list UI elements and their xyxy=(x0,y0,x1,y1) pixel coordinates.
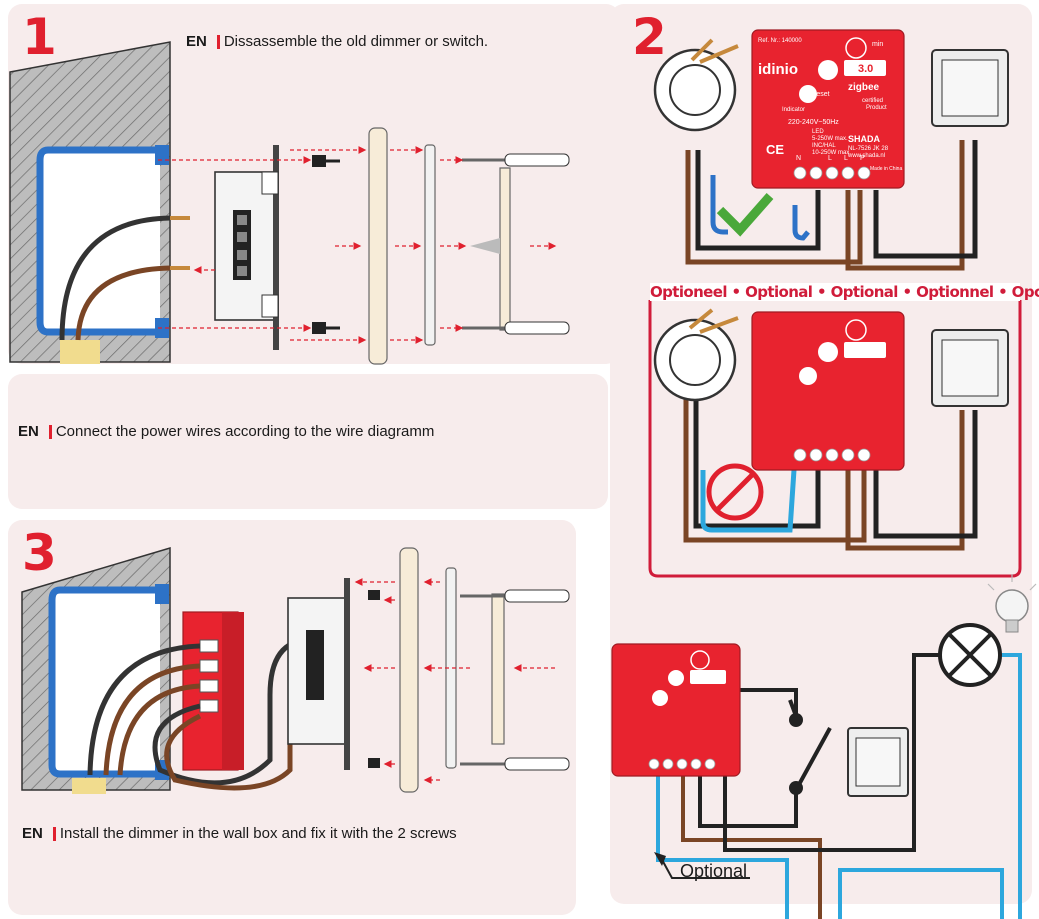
prohibited-icon xyxy=(706,463,764,521)
switch-contact xyxy=(794,727,832,791)
optional-label: Optional xyxy=(680,861,748,881)
optional-banner: Optioneel • Optional • Optional • Option… xyxy=(650,283,1039,301)
svg-text:L: L xyxy=(844,155,848,162)
svg-text:min: min xyxy=(872,41,883,48)
step-number-2: 2 xyxy=(632,8,667,66)
caption-lang: EN xyxy=(22,825,43,842)
caption-step-3: EN Install the dimmer in the wall box an… xyxy=(22,825,457,842)
svg-text:CE: CE xyxy=(766,142,784,157)
dimmer-module-top: Ref. Nr.: 140000 min idinio 3.0 zigbee c… xyxy=(751,29,905,189)
svg-text:idinio: idinio xyxy=(758,61,798,78)
checkmark-icon xyxy=(716,193,774,237)
step-number-1: 1 xyxy=(22,8,57,66)
screwdriver xyxy=(462,153,570,167)
box-tab xyxy=(155,145,169,165)
svg-text:N: N xyxy=(796,155,801,162)
caption-step-1: EN Dissassemble the old dimmer or switch… xyxy=(186,33,488,50)
caption-lang: EN xyxy=(18,423,39,440)
caption-step-connect: EN Connect the power wires according to … xyxy=(18,423,434,440)
screw xyxy=(312,155,340,167)
frame xyxy=(368,127,388,365)
caption-bar xyxy=(48,424,52,439)
svg-text:Product: Product xyxy=(866,105,887,111)
svg-text:3.0: 3.0 xyxy=(858,63,873,75)
mounting-plate xyxy=(273,145,279,350)
conduit xyxy=(60,340,100,364)
svg-text:5-250W max.: 5-250W max. xyxy=(812,136,848,142)
svg-text:SHADA: SHADA xyxy=(848,134,881,144)
panel-step-connect xyxy=(8,374,608,509)
screwdriver xyxy=(462,321,570,335)
svg-text:Ref. Nr.: 140000: Ref. Nr.: 140000 xyxy=(758,38,802,44)
step2-top-diagram xyxy=(653,38,1009,271)
dimmer-module-optional xyxy=(751,311,905,471)
svg-text:reset: reset xyxy=(814,91,830,98)
svg-text:NL-7526 JK 28: NL-7526 JK 28 xyxy=(848,146,889,152)
dimmer-module-bottom xyxy=(611,643,741,777)
svg-text:certified: certified xyxy=(862,98,883,104)
bulb-icon xyxy=(995,589,1029,623)
step2-bottom-diagram xyxy=(654,574,1037,919)
svg-text:INC/HAL: INC/HAL xyxy=(812,143,836,149)
caption-lang: EN xyxy=(186,33,207,50)
svg-text:P: P xyxy=(860,155,865,162)
svg-text:LED: LED xyxy=(812,129,824,135)
caption-bar xyxy=(216,34,220,49)
rocker xyxy=(499,167,511,331)
step-number-3: 3 xyxy=(22,524,57,582)
svg-text:Indicator: Indicator xyxy=(782,107,805,113)
step2-optional-diagram xyxy=(653,308,1009,551)
step3-drawing xyxy=(21,546,570,794)
svg-text:10-250W max.: 10-250W max. xyxy=(812,150,851,156)
caption-bar xyxy=(52,826,56,841)
caption-text: Dissassemble the old dimmer or switch. xyxy=(223,33,489,50)
svg-text:220-240V~50Hz: 220-240V~50Hz xyxy=(788,119,839,126)
step1-drawing xyxy=(9,41,570,365)
caption-text: Connect the power wires according to the… xyxy=(55,423,435,440)
svg-text:zigbee: zigbee xyxy=(848,82,880,93)
svg-text:Made in China: Made in China xyxy=(870,166,902,172)
svg-text:L: L xyxy=(828,155,832,162)
screw xyxy=(312,322,340,334)
cover-plate xyxy=(424,144,436,346)
caption-text: Install the dimmer in the wall box and f… xyxy=(59,825,457,842)
svg-text:www.shada.nl: www.shada.nl xyxy=(847,153,885,159)
